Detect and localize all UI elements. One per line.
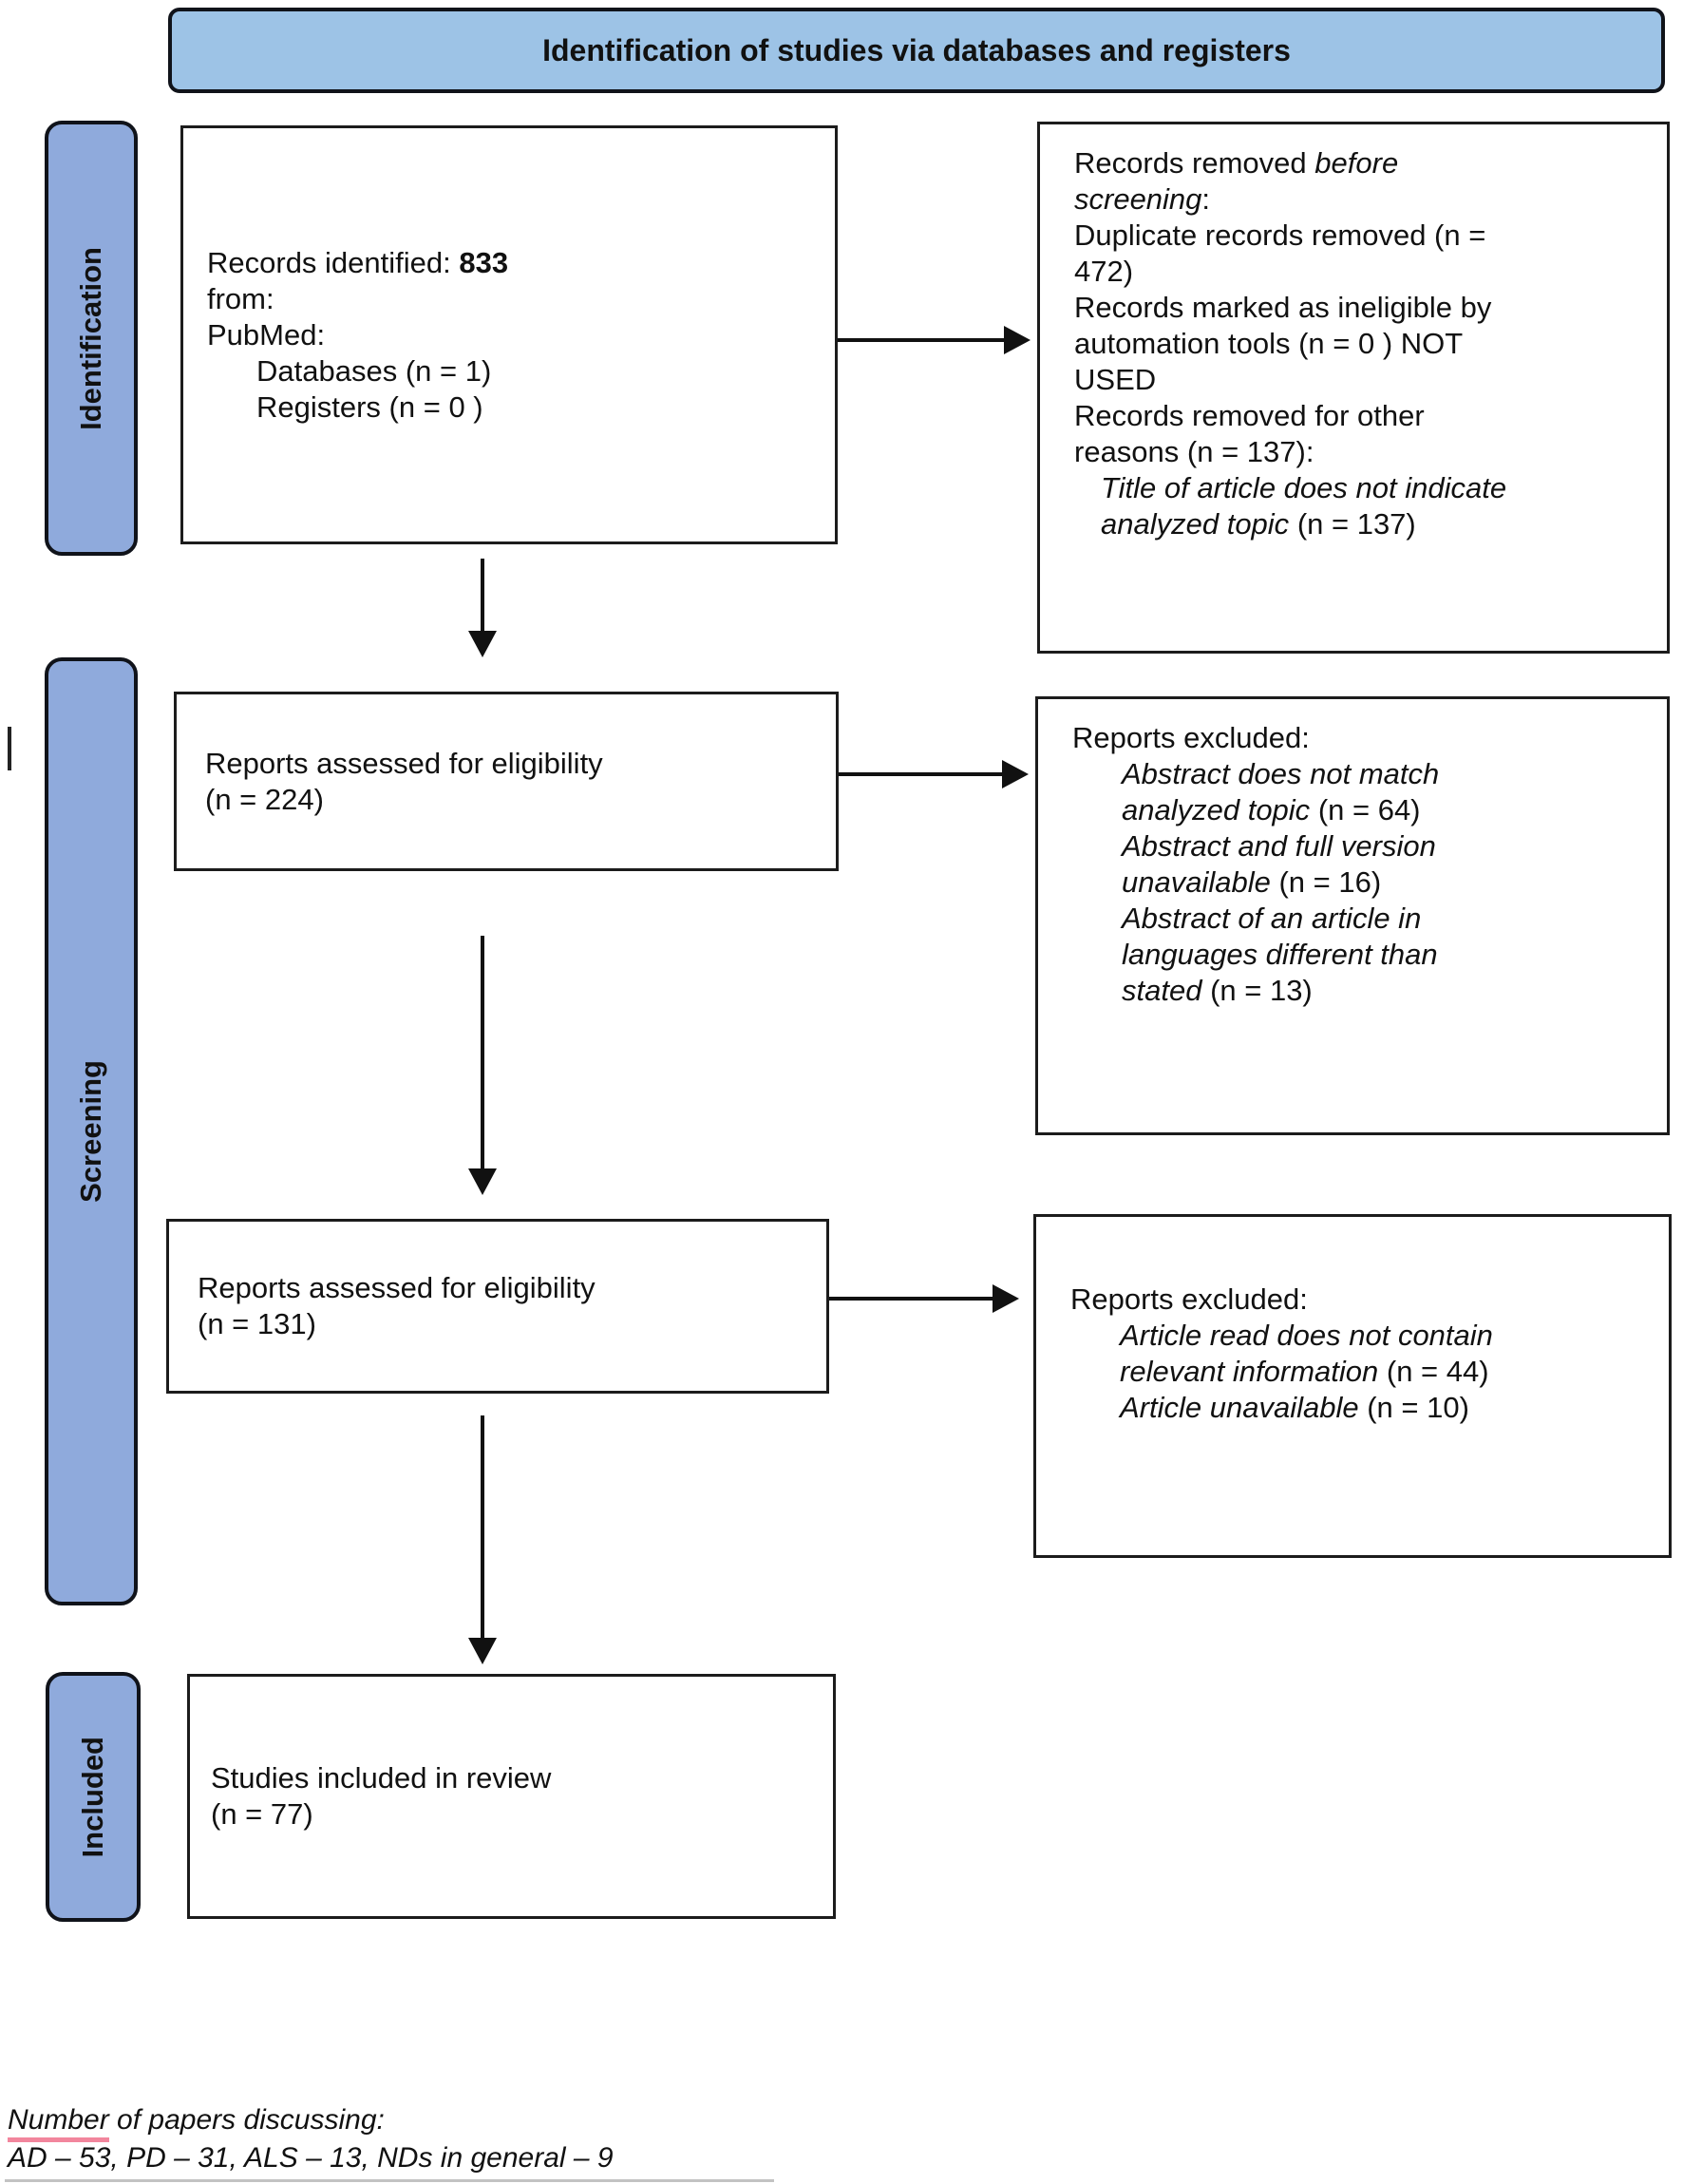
- arrow-head: [993, 1284, 1019, 1313]
- text-line: screening:: [1074, 182, 1211, 216]
- text-line: Reports excluded:: [1070, 1282, 1308, 1316]
- arrow-shaft: [829, 1297, 994, 1301]
- text-line: (n = 131): [198, 1307, 316, 1340]
- text-line: AD – 53, PD – 31, ALS – 13, NDs in gener…: [8, 2142, 614, 2174]
- text-line: Article unavailable (n = 10): [1120, 1391, 1469, 1424]
- stage-label-included: Included: [76, 1736, 109, 1858]
- right-arrow-icon-records-to-removed: [838, 326, 1031, 354]
- text-line: Duplicate records removed (n =: [1074, 218, 1486, 252]
- right-arrow-icon-assessed131-to-excluded: [829, 1284, 1019, 1313]
- box-reports-excluded-articles: Reports excluded:Article read does not c…: [1033, 1214, 1672, 1558]
- banner-identification-of-studies: Identification of studies via databases …: [168, 8, 1665, 93]
- text-line: automation tools (n = 0 ) NOT: [1074, 327, 1464, 360]
- text-line: from:: [207, 281, 274, 315]
- text-line: (n = 77): [211, 1797, 313, 1831]
- text-line: analyzed topic (n = 64): [1122, 793, 1421, 826]
- text-line: unavailable (n = 16): [1122, 865, 1382, 899]
- stage-label-identification: Identification: [74, 246, 107, 430]
- arrow-shaft: [481, 1415, 484, 1640]
- stray-mark: [8, 727, 11, 770]
- banner-title: Identification of studies via databases …: [542, 32, 1291, 67]
- gray-underline-mark: [5, 2179, 774, 2182]
- stage-bar-screening: Screening: [45, 657, 138, 1605]
- down-arrow-icon-records-to-assessed224: [468, 559, 497, 657]
- text-line: Records marked as ineligible by: [1074, 291, 1492, 324]
- stage-label-screening: Screening: [74, 1060, 107, 1203]
- text-line: Studies included in review: [211, 1761, 552, 1795]
- text-line: Abstract of an article in: [1122, 902, 1422, 935]
- arrow-head: [468, 631, 497, 657]
- text-line: reasons (n = 137):: [1074, 435, 1314, 468]
- text-line: (n = 224): [205, 782, 324, 816]
- arrow-head: [1002, 760, 1029, 788]
- box-reports-assessed-224: Reports assessed for eligibility(n = 224…: [174, 692, 839, 871]
- arrow-shaft: [838, 338, 1006, 342]
- text-line: Records identified: 833: [207, 245, 509, 279]
- arrow-shaft: [481, 936, 484, 1170]
- text-line: 472): [1074, 255, 1134, 288]
- right-arrow-icon-assessed224-to-excluded: [839, 760, 1029, 788]
- text-line: analyzed topic (n = 137): [1101, 507, 1416, 541]
- arrow-shaft: [839, 772, 1004, 776]
- text-line: Reports assessed for eligibility: [198, 1271, 596, 1304]
- stage-bar-included: Included: [46, 1672, 141, 1922]
- arrow-head: [468, 1638, 497, 1664]
- text-line: Records removed before: [1074, 146, 1399, 180]
- box-studies-included: Studies included in review(n = 77): [187, 1674, 836, 1919]
- text-line: Number of papers discussing:: [8, 2101, 614, 2142]
- down-arrow-icon-assessed224-to-assessed131: [468, 936, 497, 1195]
- text-line: Records removed for other: [1074, 399, 1425, 432]
- text-line: stated (n = 13): [1122, 974, 1313, 1007]
- text-line: USED: [1074, 363, 1157, 396]
- arrow-head: [1004, 326, 1031, 354]
- text-line: PubMed:: [207, 317, 326, 351]
- text-line: Article read does not contain: [1120, 1319, 1493, 1352]
- text-line: languages different than: [1122, 938, 1438, 971]
- stage-bar-identification: Identification: [45, 121, 138, 556]
- text-line: relevant information (n = 44): [1120, 1355, 1489, 1388]
- arrow-head: [468, 1168, 497, 1195]
- caption-papers-discussing: Number of papers discussing:AD – 53, PD …: [8, 2101, 614, 2177]
- text-line: Abstract and full version: [1122, 829, 1436, 863]
- text-line: Title of article does not indicate: [1101, 471, 1507, 504]
- text-line: Databases (n = 1): [256, 353, 492, 388]
- text-line: Reports assessed for eligibility: [205, 746, 603, 780]
- text-line: Abstract does not match: [1122, 757, 1440, 790]
- text-line: Registers (n = 0 ): [256, 389, 483, 424]
- down-arrow-icon-assessed131-to-included: [468, 1415, 497, 1664]
- arrow-shaft: [481, 559, 484, 633]
- box-reports-assessed-131: Reports assessed for eligibility(n = 131…: [166, 1219, 829, 1394]
- text-line: Reports excluded:: [1072, 721, 1310, 754]
- box-reports-excluded-abstracts: Reports excluded:Abstract does not match…: [1035, 696, 1670, 1135]
